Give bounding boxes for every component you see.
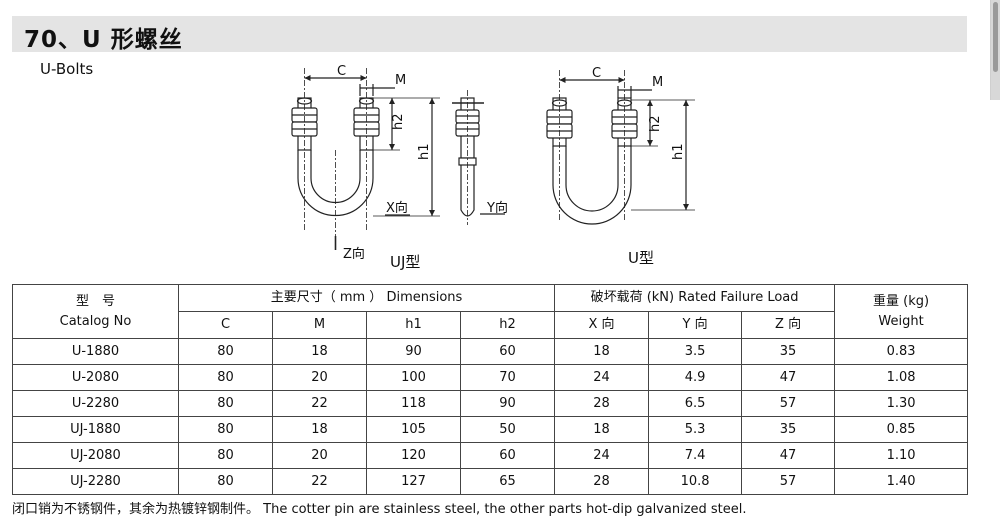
- value-cell: 18: [554, 416, 650, 443]
- catalog-cell: UJ-2280: [12, 468, 179, 495]
- value-cell: 35: [741, 338, 836, 365]
- value-cell: 0.85: [834, 416, 969, 443]
- catalog-cell: U-2080: [12, 364, 179, 391]
- value-cell: 0.83: [834, 338, 969, 365]
- value-cell: 20: [272, 442, 367, 469]
- header-weight-cn: 重量 (kg): [873, 293, 930, 309]
- value-cell: 10.8: [648, 468, 743, 495]
- value-cell: 80: [178, 416, 273, 443]
- subheader-c: C: [178, 311, 273, 339]
- value-cell: 60: [459, 442, 556, 469]
- value-cell: 57: [741, 390, 836, 417]
- value-cell: 22: [272, 390, 367, 417]
- dim-c-label: C: [337, 64, 346, 79]
- value-cell: 3.5: [648, 338, 743, 365]
- header-catalog: 型 号 Catalog No: [12, 284, 179, 339]
- subheader-x: X 向: [554, 311, 650, 339]
- value-cell: 90: [459, 390, 556, 417]
- spec-table: 型 号 Catalog No 主要尺寸（ mm ） Dimensions 破坏载…: [12, 284, 969, 495]
- value-cell: 6.5: [648, 390, 743, 417]
- value-cell: 35: [741, 416, 836, 443]
- u-dim-h2-label: h2: [648, 115, 663, 132]
- subheader-h1: h1: [366, 311, 461, 339]
- value-cell: 18: [554, 338, 650, 365]
- page-subtitle: U-Bolts: [40, 60, 94, 78]
- uj-type-caption: UJ型: [390, 253, 420, 271]
- footnote: 闭口销为不锈钢件，其余为热镀锌钢制件。 The cotter pin are s…: [12, 502, 747, 517]
- value-cell: 20: [272, 364, 367, 391]
- u-dim-m-label: M: [652, 75, 663, 90]
- value-cell: 50: [459, 416, 556, 443]
- header-weight-en: Weight: [878, 313, 924, 329]
- x-direction-label: X向: [386, 200, 408, 216]
- u-dim-h1-label: h1: [671, 143, 686, 160]
- value-cell: 105: [366, 416, 461, 443]
- value-cell: 80: [178, 468, 273, 495]
- value-cell: 120: [366, 442, 461, 469]
- header-dimensions: 主要尺寸（ mm ） Dimensions: [177, 284, 556, 312]
- value-cell: 80: [178, 338, 273, 365]
- u-type-caption: U型: [628, 249, 654, 267]
- catalog-cell: UJ-2080: [12, 442, 179, 469]
- value-cell: 4.9: [648, 364, 743, 391]
- value-cell: 5.3: [648, 416, 743, 443]
- page-title: 70、U 形螺丝: [24, 27, 183, 53]
- value-cell: 18: [272, 416, 367, 443]
- value-cell: 1.10: [834, 442, 969, 469]
- subheader-z: Z 向: [741, 311, 836, 339]
- value-cell: 18: [272, 338, 367, 365]
- section-title-bar: 70、U 形螺丝: [12, 16, 967, 53]
- z-direction-label: Z向: [343, 246, 365, 262]
- subheader-m: M: [272, 311, 367, 339]
- value-cell: 1.30: [834, 390, 969, 417]
- dim-h1-label: h1: [417, 143, 432, 160]
- value-cell: 22: [272, 468, 367, 495]
- value-cell: 80: [178, 442, 273, 469]
- y-direction-label: Y向: [486, 200, 508, 216]
- table-header-row: 型 号 Catalog No 主要尺寸（ mm ） Dimensions 破坏载…: [12, 284, 969, 339]
- value-cell: 24: [554, 364, 650, 391]
- value-cell: 47: [741, 442, 836, 469]
- header-load: 破坏载荷 (kN) Rated Failure Load: [554, 284, 836, 312]
- catalog-cell: U-2280: [12, 390, 179, 417]
- value-cell: 7.4: [648, 442, 743, 469]
- u-front-view: [546, 70, 695, 225]
- value-cell: 80: [178, 364, 273, 391]
- value-cell: 24: [554, 442, 650, 469]
- uj-front-view: [291, 68, 440, 250]
- value-cell: 127: [366, 468, 461, 495]
- value-cell: 1.08: [834, 364, 969, 391]
- value-cell: 47: [741, 364, 836, 391]
- uj-side-view: [452, 90, 505, 225]
- value-cell: 100: [366, 364, 461, 391]
- value-cell: 65: [459, 468, 556, 495]
- value-cell: 118: [366, 390, 461, 417]
- catalog-cell: UJ-1880: [12, 416, 179, 443]
- dim-m-label: M: [395, 73, 406, 88]
- dim-h2-label: h2: [391, 113, 406, 130]
- header-model-cn: 型 号: [75, 293, 115, 309]
- header-model-en: Catalog No: [59, 313, 132, 329]
- subheader-y: Y 向: [648, 311, 743, 339]
- value-cell: 57: [741, 468, 836, 495]
- subheader-h2: h2: [459, 311, 556, 339]
- value-cell: 80: [178, 390, 273, 417]
- value-cell: 70: [459, 364, 556, 391]
- catalog-cell: U-1880: [12, 338, 179, 365]
- scrollbar-thumb[interactable]: [993, 2, 998, 72]
- value-cell: 28: [554, 468, 650, 495]
- technical-drawing: C M h2 h1 X向 Y向 Z向 UJ型 C M h2 h1 U型: [291, 64, 695, 271]
- value-cell: 60: [459, 338, 556, 365]
- value-cell: 1.40: [834, 468, 969, 495]
- u-dim-c-label: C: [592, 66, 601, 81]
- value-cell: 90: [366, 338, 461, 365]
- value-cell: 28: [554, 390, 650, 417]
- header-weight: 重量 (kg) Weight: [834, 284, 969, 339]
